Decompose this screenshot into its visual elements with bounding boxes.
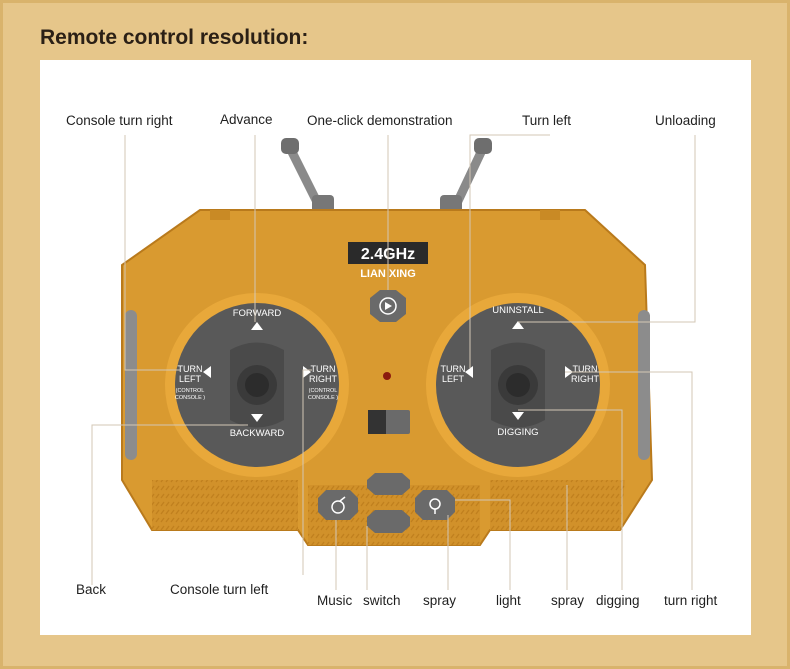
label-unloading: Unloading [655, 113, 716, 128]
left-turnleft-4: CONSOLE ) [175, 395, 205, 401]
label-back: Back [76, 582, 107, 597]
remote-control-illustration: 2.4GHz LIAN XING FORWARD BACKWARD TURN L… [91, 134, 696, 590]
label-turn-left: Turn left [522, 113, 572, 128]
label-switch: switch [363, 593, 401, 608]
left-turnright-3: (CONTROL [309, 388, 338, 394]
demo-button[interactable] [370, 290, 406, 322]
left-turnleft-2: LEFT [179, 374, 202, 384]
power-led [383, 372, 391, 380]
switch-button-bottom[interactable] [367, 510, 410, 533]
left-backward-text: BACKWARD [230, 428, 285, 439]
left-turnleft-3: (CONTROL [176, 388, 205, 394]
label-turn-right: turn right [664, 593, 718, 608]
light-button[interactable] [415, 490, 455, 520]
page-title: Remote control resolution: [40, 26, 309, 49]
image-panel: 2.4GHz LIAN XING FORWARD BACKWARD TURN L… [40, 60, 751, 635]
label-one-click-demo: One-click demonstration [307, 113, 453, 128]
leader-lines [91, 134, 696, 590]
right-turnleft-1: TURN [441, 364, 466, 374]
label-digging: digging [596, 593, 640, 608]
left-turnright-2: RIGHT [309, 374, 338, 384]
right-turnright-1: TURN [573, 364, 598, 374]
label-console-turn-left: Console turn left [170, 582, 269, 597]
label-music: Music [317, 593, 353, 608]
right-turnleft-2: LEFT [442, 374, 465, 384]
music-button[interactable] [318, 490, 358, 520]
left-turnright-1: TURN [311, 364, 336, 374]
right-turnright-2: RIGHT [571, 374, 600, 384]
right-digging-text: DIGGING [497, 427, 538, 438]
label-spray-2: spray [551, 593, 585, 608]
label-console-turn-right: Console turn right [66, 113, 173, 128]
label-spray-1: spray [423, 593, 457, 608]
left-turnright-4: CONSOLE ) [308, 395, 338, 401]
right-grip [638, 310, 650, 460]
right-stick-pad[interactable] [426, 293, 610, 477]
left-turnleft-1: TURN [178, 364, 203, 374]
left-forward-text: FORWARD [233, 308, 282, 319]
right-uninstall-text: UNINSTALL [492, 305, 544, 316]
left-grip [125, 310, 137, 460]
switch-button-top[interactable] [367, 473, 410, 495]
left-stick-pad[interactable] [165, 293, 349, 477]
label-light: light [496, 593, 521, 608]
label-advance: Advance [220, 112, 273, 127]
